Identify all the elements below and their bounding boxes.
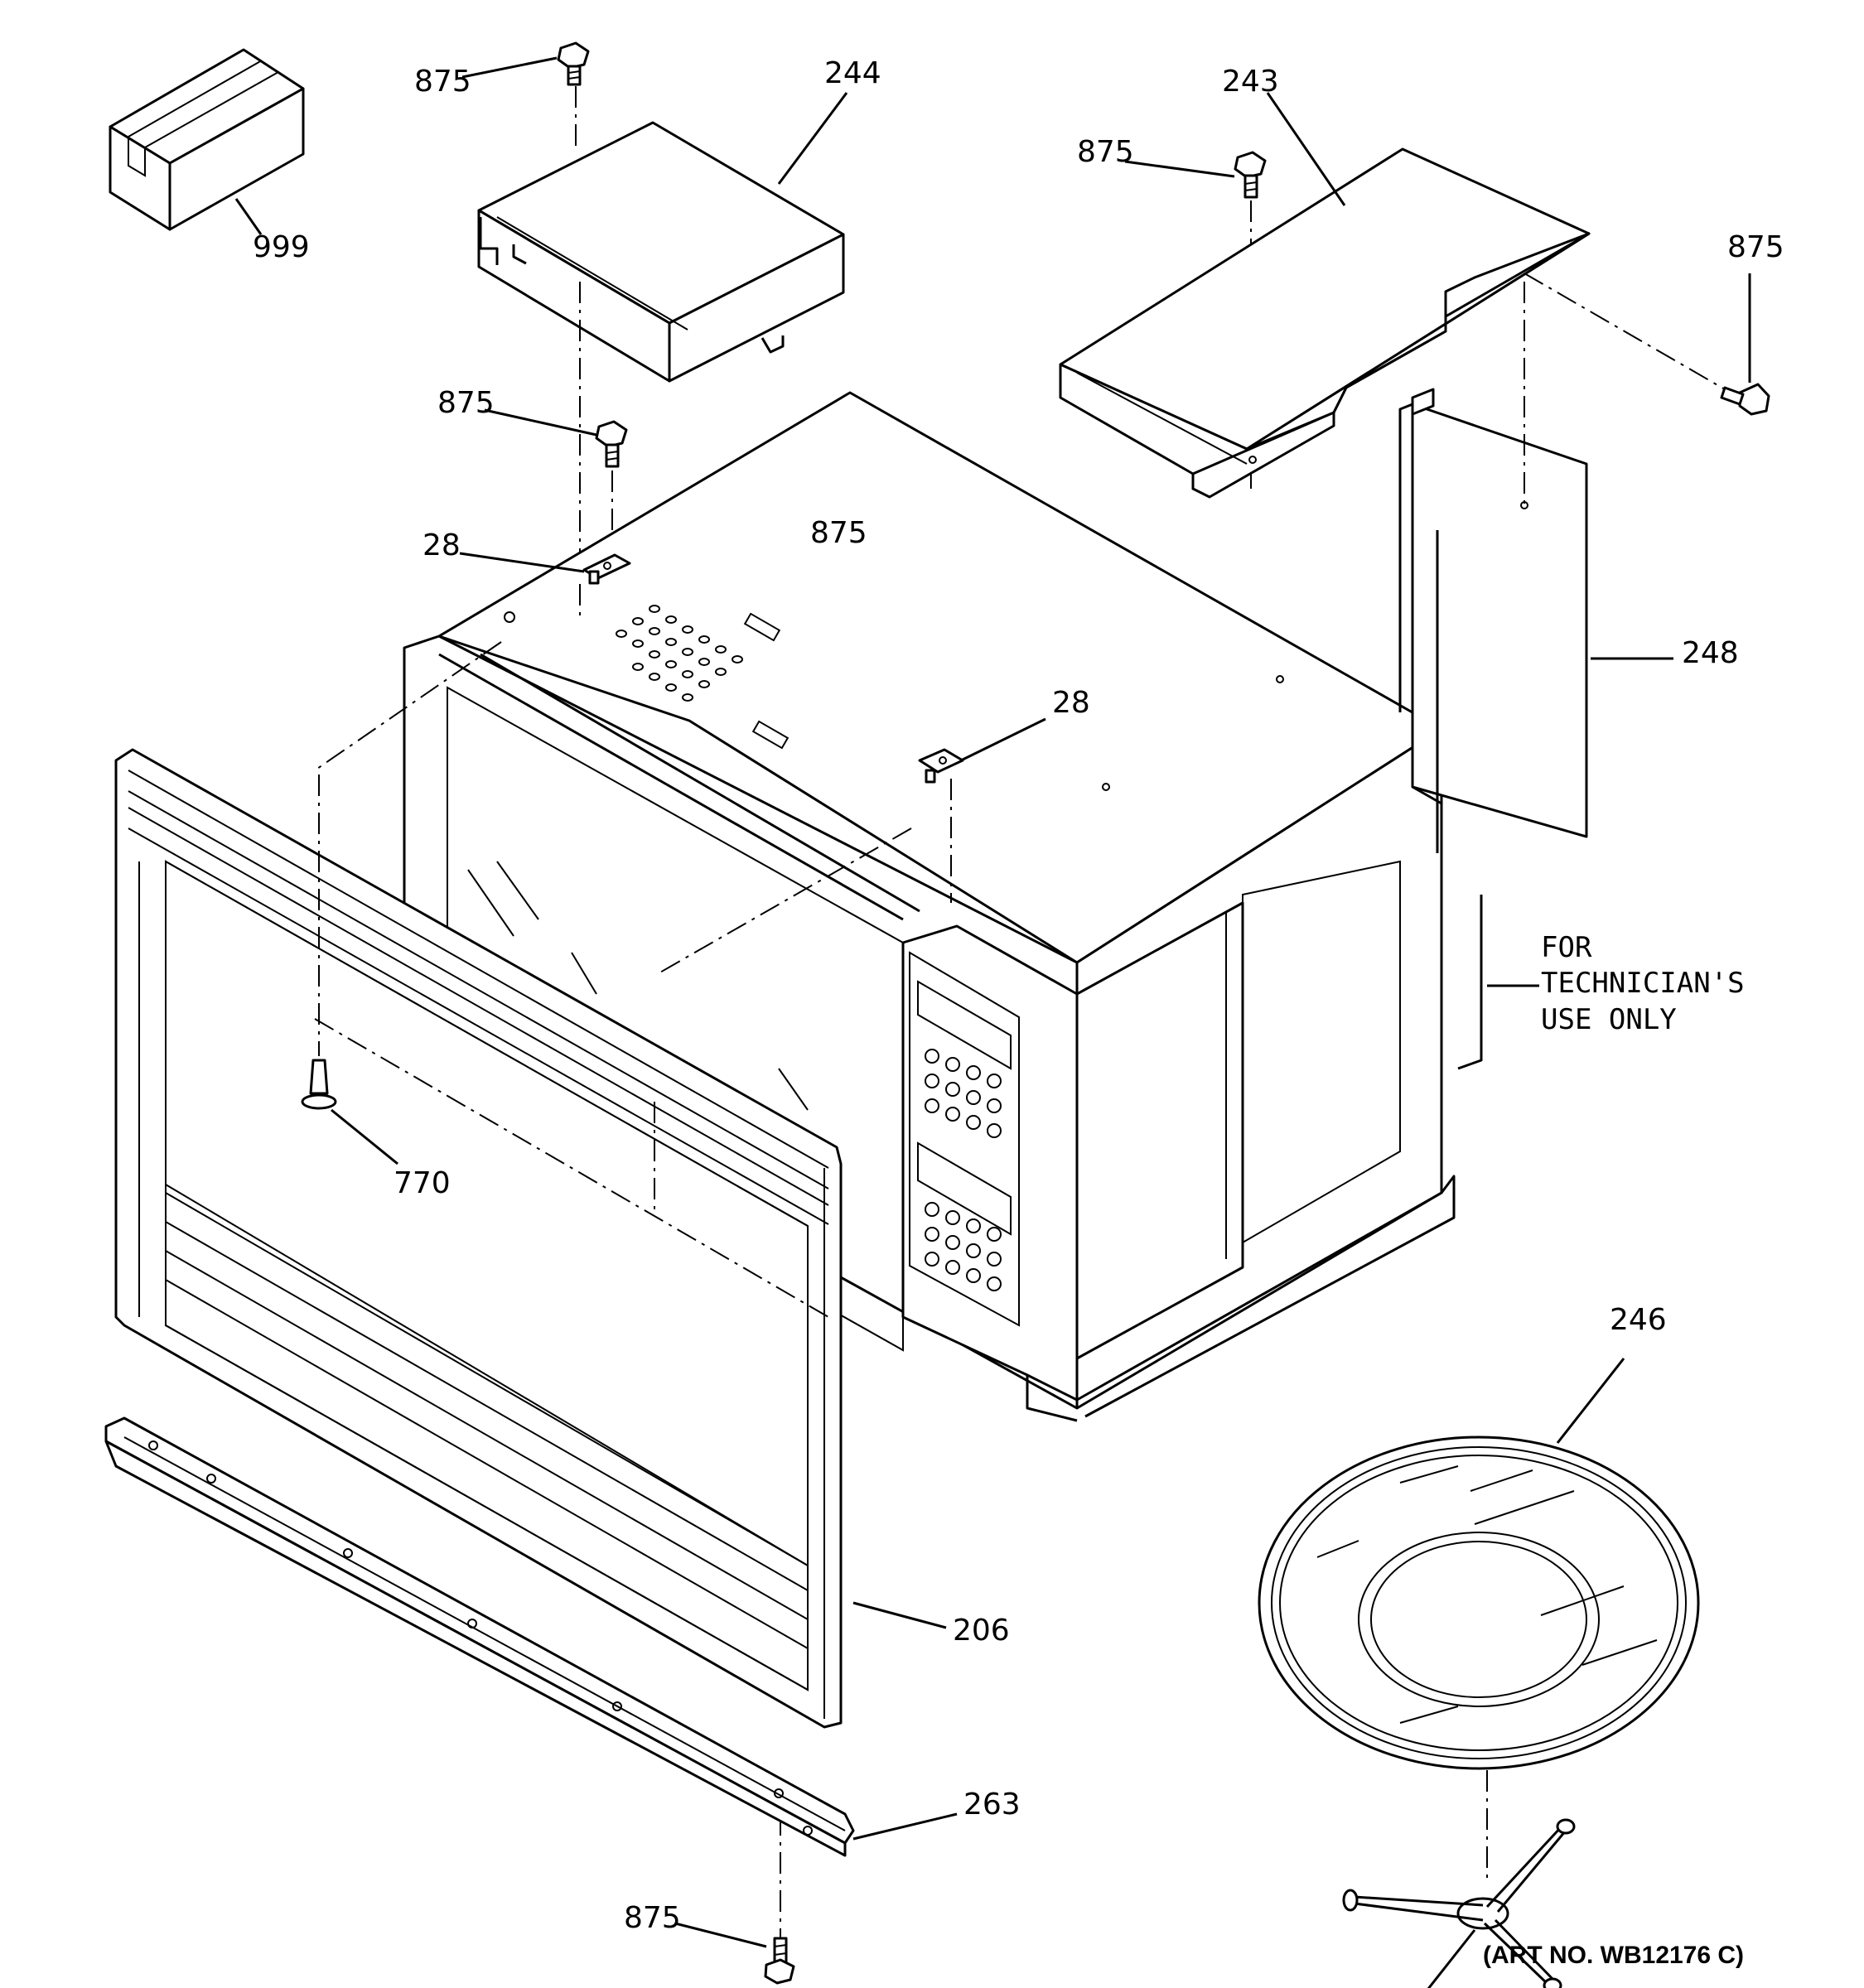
kit-box-999 — [109, 48, 305, 235]
frame-206 — [114, 748, 947, 1729]
top-vent — [616, 605, 743, 702]
screw-875-bottom — [674, 1814, 795, 1985]
label-875-bottom: 875 — [624, 1901, 681, 1935]
note-line-3: USE ONLY — [1541, 1003, 1677, 1036]
label-28-center: 28 — [1052, 686, 1090, 720]
label-206: 206 — [953, 1614, 1010, 1648]
label-263: 263 — [963, 1788, 1021, 1822]
screw-875-far-right — [1524, 273, 1770, 416]
note-line-1: FOR — [1541, 931, 1592, 964]
cover-244 — [477, 92, 848, 580]
label-770: 770 — [394, 1166, 451, 1200]
bottom-trim-263 — [104, 1416, 958, 1857]
side-panel-248 — [1398, 282, 1673, 895]
clip-28-left — [314, 552, 631, 771]
technician-note: FOR TECHNICIAN'S USE ONLY — [1541, 931, 1745, 1036]
screw-770 — [301, 774, 398, 1165]
art-number: (ART NO. WB12176 C) — [1483, 1942, 1744, 1969]
label-875-center: 875 — [810, 516, 867, 550]
screw-875-top-left — [461, 41, 590, 147]
label-243: 243 — [1222, 65, 1279, 99]
label-999: 999 — [253, 230, 310, 264]
microwave-body — [403, 391, 1456, 1422]
label-248: 248 — [1682, 636, 1739, 670]
label-28-left: 28 — [423, 528, 461, 562]
label-244: 244 — [824, 56, 881, 90]
label-246: 246 — [1610, 1303, 1667, 1337]
note-line-2: TECHNICIAN'S — [1541, 967, 1745, 1000]
roller-support-18 — [1342, 1818, 1576, 1988]
label-875-far-right: 875 — [1727, 230, 1784, 264]
label-875-top-left: 875 — [414, 65, 471, 99]
label-875-right-top: 875 — [1077, 135, 1134, 169]
label-875-left-mid: 875 — [437, 386, 495, 420]
screw-875-left-mid — [484, 408, 628, 563]
turntable-246 — [1258, 1358, 1700, 1880]
keypad — [925, 1049, 1002, 1291]
clip-28-center — [658, 717, 1046, 974]
cover-243 — [1059, 92, 1591, 499]
part-labels: 999 875 244 243 875 875 875 28 875 28 24… — [253, 56, 1784, 1935]
